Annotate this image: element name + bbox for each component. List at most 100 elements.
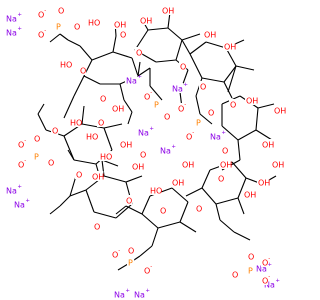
atom-label-backdrop: [209, 131, 222, 141]
bond-line: [81, 105, 85, 125]
oxygen-atom-label: O: [74, 23, 80, 32]
oxygen-atom-label: OH: [182, 161, 194, 170]
oxygen-atom-label: O: [180, 63, 186, 72]
bond-line: [237, 197, 245, 215]
oxygen-atom-label: O: [218, 175, 224, 184]
oxygen-atom-label: O: [178, 105, 184, 114]
molecule-structure-diagram: Na+Na+Na+Na+Na+Na+Na+Na+Na+Na+Na+Na+Na+P…: [5, 5, 286, 300]
sodium-atom-label: Na: [138, 129, 149, 138]
phosphorus-atom-label: P: [154, 101, 159, 110]
atom-label-backdrop: [5, 27, 18, 37]
atom-label-backdrop: [17, 139, 25, 149]
oxygen-atom-label: O: [144, 93, 150, 102]
bond-line: [37, 113, 47, 131]
sodium-atom-label: Na: [126, 77, 137, 86]
anion-charge-label: -: [150, 90, 152, 96]
bond-line: [93, 211, 117, 219]
atom-label-backdrop: [219, 159, 232, 169]
atom-label-backdrop: [137, 127, 150, 137]
atom-label-backdrop: [273, 105, 286, 115]
cation-charge-label: +: [275, 278, 280, 284]
atom-label-backdrop: [33, 151, 41, 161]
cation-charge-label: +: [17, 26, 22, 32]
anion-charge-label: -: [268, 274, 270, 280]
atom-label-backdrop: [177, 103, 185, 113]
atom-label-backdrop: [199, 81, 207, 91]
bond-line: [227, 65, 237, 93]
oxygen-atom-label: O: [196, 205, 202, 214]
bond-line: [215, 203, 221, 221]
atom-label-backdrop: [181, 159, 194, 169]
oxygen-atom-label: O: [186, 133, 192, 142]
bond-line: [141, 195, 151, 215]
bond-line: [131, 57, 139, 77]
atom-label-backdrop: [243, 189, 256, 199]
bond-line: [49, 33, 61, 43]
atom-label-backdrop: [127, 245, 135, 255]
bond-line: [199, 113, 213, 125]
atom-label-backdrop: [47, 157, 55, 167]
bond-line: [167, 27, 183, 41]
bond-line: [115, 205, 127, 215]
atom-label-backdrop: [143, 265, 151, 275]
oxygen-atom-label: OH: [204, 31, 216, 40]
oxygen-atom-label: OH: [162, 7, 174, 16]
bond-line: [201, 187, 217, 205]
atom-label-backdrop: [143, 91, 151, 101]
oxygen-atom-label: O: [200, 83, 206, 92]
atom-label-backdrop: [195, 117, 203, 127]
bond-line: [205, 41, 227, 49]
bond-line: [151, 227, 159, 247]
sodium-atom-label: Na: [14, 201, 25, 210]
atom-label-backdrop: [271, 159, 284, 169]
atom-label-backdrop: [255, 263, 268, 273]
atom-label-backdrop: [179, 61, 187, 71]
bond-line: [137, 67, 151, 77]
bond-line: [63, 135, 75, 161]
sodium-atom-label: Na: [114, 291, 125, 300]
oxygen-atom-label: O: [18, 141, 24, 150]
atom-label-backdrop: [37, 9, 45, 19]
anion-charge-label: -: [24, 138, 26, 144]
bond-line: [81, 123, 105, 129]
bond-line: [117, 263, 129, 271]
bond-line: [223, 65, 237, 83]
oxygen-atom-label: O: [144, 267, 150, 276]
oxygen-atom-label: HO: [70, 119, 82, 128]
bond-line: [69, 175, 77, 197]
bond-line: [67, 39, 81, 47]
anion-charge-label: -: [192, 130, 194, 136]
cation-charge-label: +: [145, 288, 150, 294]
bond-line: [37, 103, 45, 115]
bond-line: [49, 205, 61, 215]
cation-charge-label: +: [149, 126, 154, 132]
bond-line: [255, 129, 273, 141]
bond-line: [219, 219, 235, 233]
atom-label-backdrop: [57, 5, 65, 15]
oxygen-atom-label: HO: [86, 133, 98, 142]
oxygen-atom-label: OH: [220, 161, 232, 170]
atom-label-backdrop: [203, 29, 216, 39]
oxygen-atom-label: O: [18, 161, 24, 170]
bond-line: [115, 203, 133, 219]
bond-line: [237, 139, 241, 161]
oxygen-atom-label: O: [38, 31, 44, 40]
anion-charge-label: -: [268, 256, 270, 262]
oxygen-atom-label: O: [76, 171, 82, 180]
bond-line: [201, 169, 211, 189]
atom-label-backdrop: [75, 169, 83, 179]
sodium-atom-label: Na: [134, 291, 145, 300]
bond-line: [141, 213, 159, 229]
bond-line: [157, 221, 181, 229]
oxygen-atom-label: O: [160, 207, 166, 216]
bond-line: [73, 159, 97, 165]
oxygen-atom-label: OH: [274, 107, 286, 116]
bond-layer: [37, 11, 277, 271]
phosphorus-atom-label: P: [56, 23, 61, 32]
bond-line: [155, 59, 177, 63]
bond-line: [221, 125, 239, 141]
oxygen-atom-label: OH: [258, 179, 270, 188]
bond-line: [147, 27, 169, 31]
bond-line: [149, 85, 163, 101]
structure-canvas: Na+Na+Na+Na+Na+Na+Na+Na+Na+Na+Na+Na+Na+P…: [5, 5, 286, 300]
